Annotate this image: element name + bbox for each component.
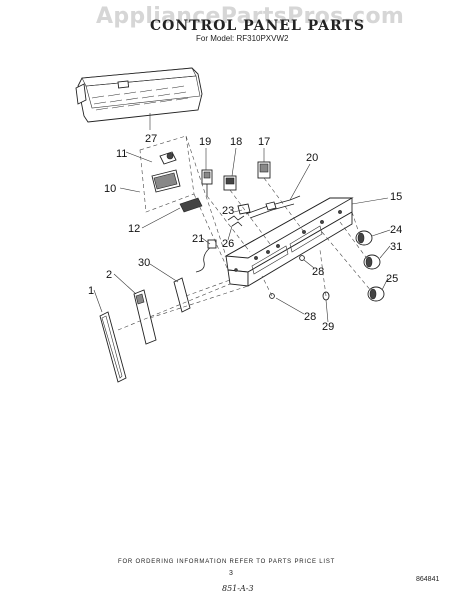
label-18: 18 xyxy=(230,136,242,148)
label-30: 30 xyxy=(138,257,150,269)
page-number: 3 xyxy=(229,570,233,577)
label-29: 29 xyxy=(322,321,334,333)
label-19: 19 xyxy=(199,136,211,148)
label-31: 31 xyxy=(390,241,402,253)
part-24-knob[interactable] xyxy=(355,230,373,246)
part-2-side-trim[interactable] xyxy=(133,289,157,345)
part-30-end-bracket[interactable] xyxy=(173,277,191,313)
label-12: 12 xyxy=(128,223,140,235)
part-10-clock-assembly[interactable] xyxy=(139,135,195,213)
label-17: 17 xyxy=(258,136,270,148)
label-11: 11 xyxy=(116,148,127,160)
leader-lines xyxy=(93,147,391,323)
label-21: 21 xyxy=(192,233,204,245)
part-labels: 27 19 18 17 20 11 10 15 23 12 26 24 21 3… xyxy=(88,133,402,333)
label-28b: 28 xyxy=(304,311,316,323)
ordering-note: FOR ORDERING INFORMATION REFER TO PARTS … xyxy=(118,559,336,565)
label-24: 24 xyxy=(390,224,402,236)
label-27: 27 xyxy=(145,133,157,145)
part-26-clip[interactable] xyxy=(227,215,245,227)
assembly-lines xyxy=(117,135,373,331)
diagram-title: CONTROL PANEL PARTS xyxy=(150,18,365,34)
part-31-knob[interactable] xyxy=(363,254,381,270)
label-2: 2 xyxy=(106,269,112,281)
diagram-reference-number: 864841 xyxy=(416,576,440,583)
part-12-clock-lens[interactable] xyxy=(179,197,203,213)
model-subtitle: For Model: RF310PXVW2 xyxy=(196,34,289,43)
label-28a: 28 xyxy=(312,266,324,278)
part-25-knob[interactable] xyxy=(367,286,385,302)
part-20-wire-harness[interactable] xyxy=(245,195,301,219)
part-28-screw-a[interactable] xyxy=(299,255,305,261)
label-20: 20 xyxy=(306,152,318,164)
handwritten-note: 851-A-3 xyxy=(222,584,254,593)
label-1: 1 xyxy=(88,285,94,297)
part-21-wire[interactable] xyxy=(195,239,217,273)
part-18-switch[interactable] xyxy=(223,175,237,191)
label-26: 26 xyxy=(222,238,234,250)
part-19-switch[interactable] xyxy=(201,169,213,196)
label-23: 23 xyxy=(222,205,234,217)
part-1-end-panel[interactable] xyxy=(99,311,127,383)
part-17-switch[interactable] xyxy=(257,161,271,179)
label-10: 10 xyxy=(104,183,116,195)
part-27-rear-panel[interactable] xyxy=(75,67,203,123)
watermark: AppliancePartsPros.com xyxy=(96,4,405,29)
label-15: 15 xyxy=(390,191,402,203)
label-25: 25 xyxy=(386,273,398,285)
part-15-control-panel[interactable] xyxy=(224,197,354,287)
